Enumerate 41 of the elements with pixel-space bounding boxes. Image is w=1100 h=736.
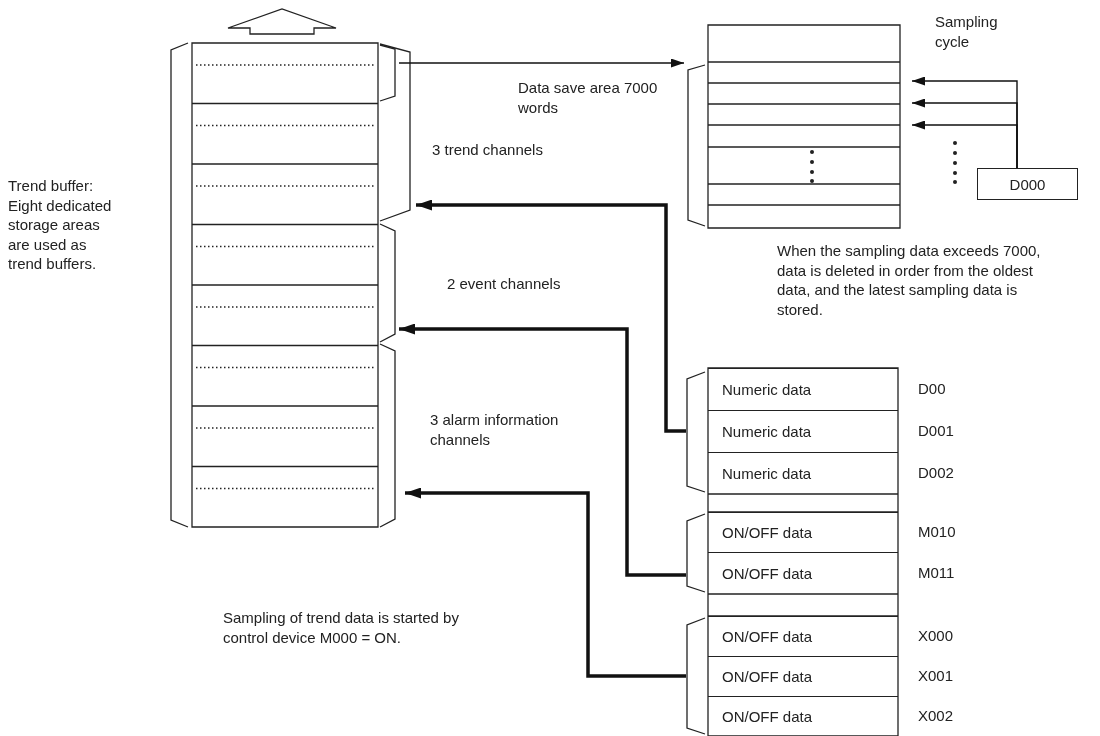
device-address: X001 [918, 666, 954, 686]
arrow [399, 323, 686, 577]
device-address: D001 [918, 421, 954, 441]
note-text: Sampling cycle [935, 12, 999, 51]
data-cell: ON/OFF data [708, 552, 898, 594]
note-text: Sampling of trend data is started by control device M000 = ON. [223, 608, 460, 647]
arrow [416, 199, 686, 433]
edge-label: Data save area 7000 words [518, 78, 658, 117]
empty-cell [708, 594, 898, 616]
bracket [378, 343, 397, 527]
device-address: X002 [918, 706, 954, 726]
bracket [378, 43, 397, 103]
note-text: When the sampling data exceeds 7000, data is deleted in order from the oldest data, and the latest sampling data is stored. [777, 241, 1042, 319]
data-cell: Numeric data [708, 452, 898, 494]
device-address: D00 [918, 379, 946, 399]
device-address: X000 [918, 626, 954, 646]
device-address: M010 [918, 522, 956, 542]
cell-group [686, 616, 898, 736]
arrow [911, 120, 1018, 169]
arrow [405, 487, 686, 678]
cell-group [686, 512, 898, 594]
bracket [378, 223, 397, 343]
channel-label: 3 trend channels [432, 140, 543, 160]
data-cell: ON/OFF data [708, 656, 898, 696]
data-cell: ON/OFF data [708, 616, 898, 656]
empty-cell [708, 494, 898, 512]
data-cell: ON/OFF data [708, 512, 898, 552]
cell-group [686, 368, 898, 494]
data-cell: Numeric data [708, 368, 898, 410]
bracket [378, 43, 412, 223]
channel-label: 2 event channels [447, 274, 561, 294]
data-save-table [686, 25, 900, 228]
buffer-description: Trend buffer: Eight dedicated storage areas are used as trend buffers. [8, 176, 113, 274]
data-cell: Numeric data [708, 410, 898, 452]
data-cell: ON/OFF data [708, 696, 898, 736]
channel-label: 3 alarm information channels [430, 410, 560, 449]
device-box: D000 [977, 168, 1078, 200]
device-address: M011 [918, 563, 955, 583]
device-table [686, 368, 898, 736]
device-address: D002 [918, 463, 954, 483]
arrow [398, 58, 685, 68]
